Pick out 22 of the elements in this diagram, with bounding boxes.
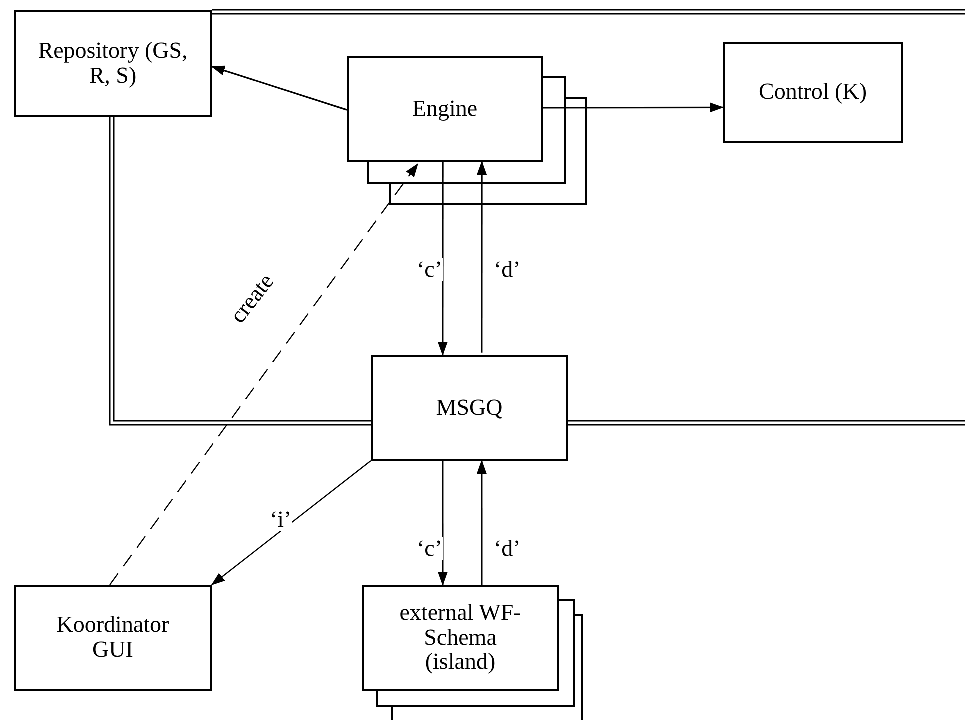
arrow — [438, 162, 448, 356]
arrow — [211, 460, 372, 586]
node-label: MSGQ — [435, 396, 504, 420]
process-box — [362, 585, 559, 691]
process-box — [14, 585, 212, 691]
edge-label: ‘c’ — [417, 537, 443, 560]
process-box — [14, 10, 212, 117]
arrow — [211, 66, 348, 111]
arrow — [110, 163, 419, 586]
node-label: Control (K) — [758, 80, 868, 105]
process-box — [347, 56, 543, 162]
arrow — [438, 461, 448, 586]
arrow — [476, 460, 487, 585]
node-label: Repository (GS, R, S) — [37, 38, 189, 88]
arrow — [477, 161, 488, 353]
node-label: Engine — [411, 96, 479, 122]
process-box — [723, 42, 903, 143]
node-label: external WF-Schema (island) — [398, 600, 522, 676]
edge-label: ‘c’ — [417, 258, 443, 281]
arrow — [541, 102, 724, 113]
node-label: Koordinator GUI — [56, 613, 170, 663]
process-box — [371, 355, 568, 461]
